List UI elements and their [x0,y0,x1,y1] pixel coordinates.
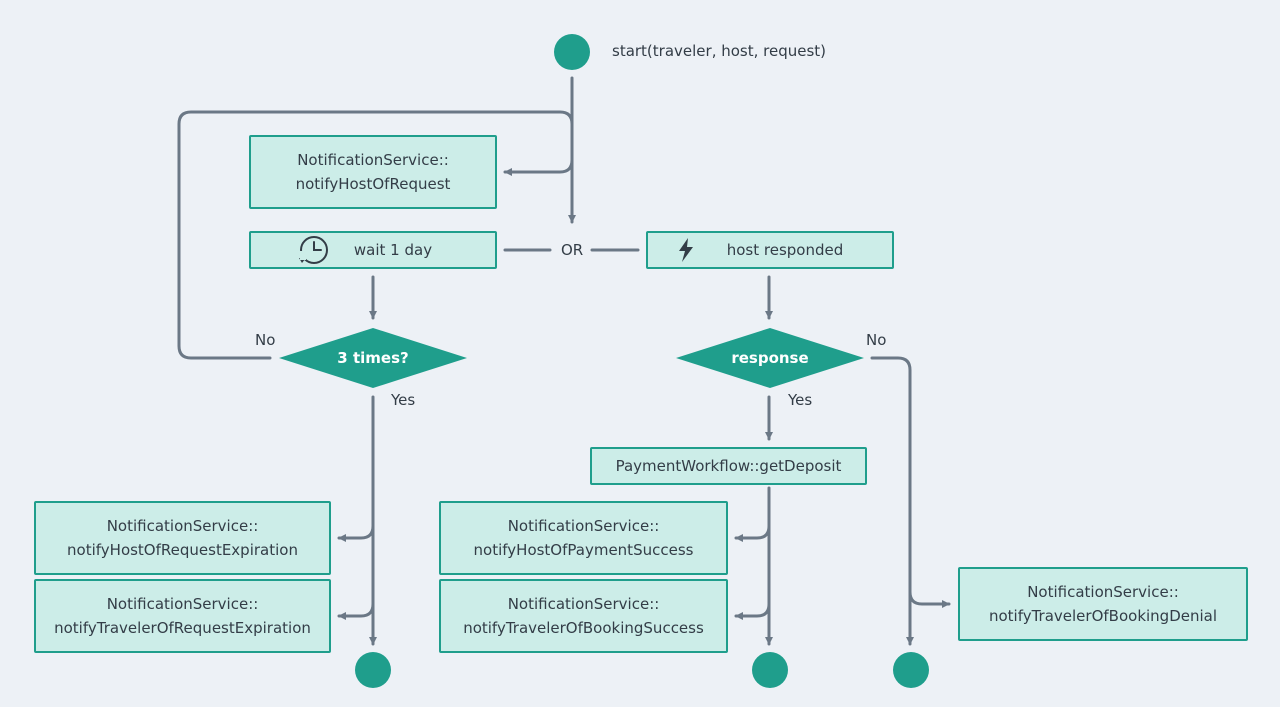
notify-host-of-request-node[interactable]: NotificationService:: notifyHostOfReques… [249,135,497,209]
traveler-expiration-node[interactable]: NotificationService:: notifyTravelerOfRe… [34,579,331,653]
lightning-icon [679,238,693,262]
connector-to-notify-host [503,158,574,176]
node-line2: notifyHostOfPaymentSuccess [473,541,694,559]
connector-loop-back [177,110,574,360]
start-label: start(traveler, host, request) [612,42,827,60]
decision-times-shape [279,328,467,388]
host-responded-label: host responded [726,241,844,259]
node-line2: notifyHostOfRequestExpiration [67,541,298,559]
or-label: OR [561,241,584,259]
node-line2: notifyTravelerOfBookingSuccess [463,619,704,637]
connector-to-booking-denial [908,590,951,608]
decision-times-no: No [255,331,276,349]
end-node-middle [752,652,788,688]
payment-label: PaymentWorkflow::getDeposit [615,457,842,475]
wait-label: wait 1 day [353,241,433,259]
node-line2: notifyTravelerOfRequestExpiration [54,619,311,637]
decision-response-label: response [731,349,809,367]
node-line1: NotificationService:: [1027,583,1179,601]
clock-refresh-icon [299,236,328,264]
end-node-right [893,652,929,688]
decision-times-label: 3 times? [337,349,409,367]
connector-to-host-payment [734,524,771,542]
connector-to-host-expiration [337,524,375,542]
decision-response-no: No [866,331,887,349]
node-line1: NotificationService:: [106,517,259,535]
start-node [554,34,590,70]
host-payment-success-node[interactable]: NotificationService:: notifyHostOfPaymen… [439,501,728,575]
connector-to-traveler-booking [734,602,771,620]
node-line2: notifyHostOfRequest [295,175,451,193]
traveler-booking-denial-node[interactable]: NotificationService:: notifyTravelerOfBo… [958,567,1248,641]
node-line1: NotificationService:: [507,517,660,535]
node-line1: NotificationService:: [507,595,660,613]
end-node-left [355,652,391,688]
decision-response-shape [676,328,864,388]
wait-node[interactable]: wait 1 day [249,231,497,269]
traveler-booking-success-node[interactable]: NotificationService:: notifyTravelerOfBo… [439,579,728,653]
connector-to-traveler-expiration [337,602,375,620]
decision-times-yes: Yes [391,391,416,409]
host-expiration-node[interactable]: NotificationService:: notifyHostOfReques… [34,501,331,575]
node-line1: NotificationService:: [106,595,259,613]
connector-response-no [870,356,914,646]
host-responded-node[interactable]: host responded [646,231,894,269]
node-line1: NotificationService:: [297,151,449,169]
payment-node[interactable]: PaymentWorkflow::getDeposit [590,447,867,485]
decision-response-yes: Yes [788,391,813,409]
node-line2: notifyTravelerOfBookingDenial [988,607,1218,625]
